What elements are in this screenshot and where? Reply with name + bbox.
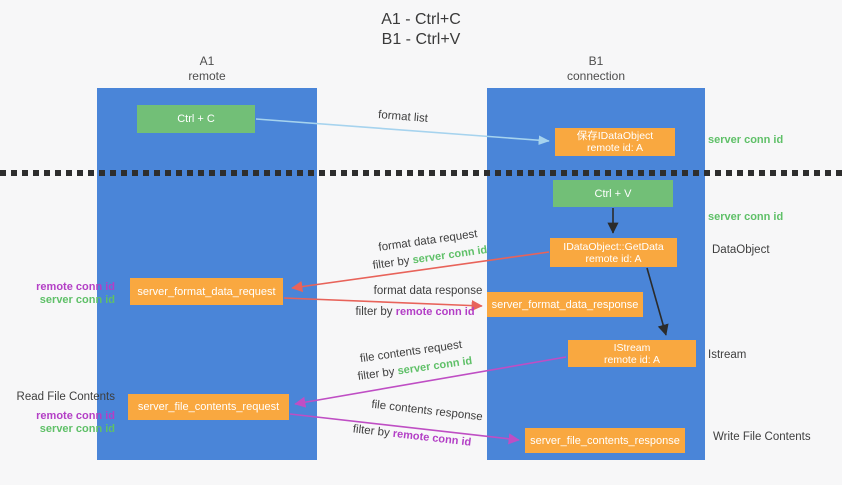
box-getdata-subtitle: remote id: A xyxy=(585,252,642,265)
label-server-conn-id-lower: server conn id xyxy=(39,423,115,435)
label-server-conn-id-upper: server conn id xyxy=(39,294,115,306)
title-line-2: B1 - Ctrl+V xyxy=(381,31,461,48)
box-save-dataobject-subtitle: remote id: A xyxy=(586,142,644,154)
box-save-dataobject-title: 保存IDataObject xyxy=(576,130,654,142)
label-server-conn-id-top: server conn id xyxy=(708,134,784,146)
box-server-file-contents-response: server_file_contents_response xyxy=(525,428,685,453)
title-line-1: A1 - Ctrl+C xyxy=(381,11,461,28)
label-format-data-response: format data response xyxy=(373,285,483,297)
box-save-dataobject: 保存IDataObject remote id: A xyxy=(555,128,675,156)
label-filter-by-remote-conn-id-2: filter by remote conn id xyxy=(352,423,472,448)
label-remote-conn-id-upper: remote conn id xyxy=(36,281,115,293)
box-server-format-data-response: server_format_data_response xyxy=(487,292,643,317)
label-server-conn-id-mid: server conn id xyxy=(708,211,784,223)
box-istream: IStream remote id: A xyxy=(568,340,696,367)
box-server-file-contents-request: server_file_contents_request xyxy=(128,394,289,420)
lifeline-a1-name: A1 xyxy=(199,54,215,68)
label-filter-by-remote-conn-id-1: filter by remote conn id xyxy=(355,306,474,318)
lifeline-b1-name: B1 xyxy=(588,54,604,68)
label-remote-conn-id-lower: remote conn id xyxy=(36,410,115,422)
filter-by-text: filter by xyxy=(355,306,393,318)
box-ctrl-c: Ctrl + C xyxy=(137,105,255,133)
remote-conn-id-text: remote conn id xyxy=(392,427,472,449)
diagram-title: A1 - Ctrl+C B1 - Ctrl+V xyxy=(0,10,842,50)
label-dataobject: DataObject xyxy=(712,244,770,256)
box-getdata-title: IDataObject::GetData xyxy=(563,240,664,253)
box-istream-title: IStream xyxy=(613,341,651,354)
box-istream-subtitle: remote id: A xyxy=(603,353,661,366)
lifeline-header-b1: B1 connection xyxy=(487,54,705,84)
box-server-format-data-request: server_format_data_request xyxy=(130,278,283,305)
remote-conn-id-text: remote conn id xyxy=(395,306,475,318)
label-read-file-contents: Read File Contents xyxy=(16,391,115,403)
filter-by-text: filter by xyxy=(356,365,396,383)
lifeline-header-a1: A1 remote xyxy=(97,54,317,84)
label-file-contents-response: file contents response xyxy=(370,398,484,424)
filter-by-text: filter by xyxy=(352,423,391,440)
label-istream: Istream xyxy=(708,349,747,361)
session-divider-dashed-line xyxy=(0,170,842,176)
label-format-list: format list xyxy=(377,109,429,125)
filter-by-text: filter by xyxy=(371,254,411,272)
lifeline-b1-role: connection xyxy=(566,69,626,83)
label-write-file-contents: Write File Contents xyxy=(713,431,811,443)
box-ctrl-v: Ctrl + V xyxy=(553,180,673,207)
box-idataobject-getdata: IDataObject::GetData remote id: A xyxy=(550,238,677,267)
lifeline-a1-role: remote xyxy=(188,69,226,83)
